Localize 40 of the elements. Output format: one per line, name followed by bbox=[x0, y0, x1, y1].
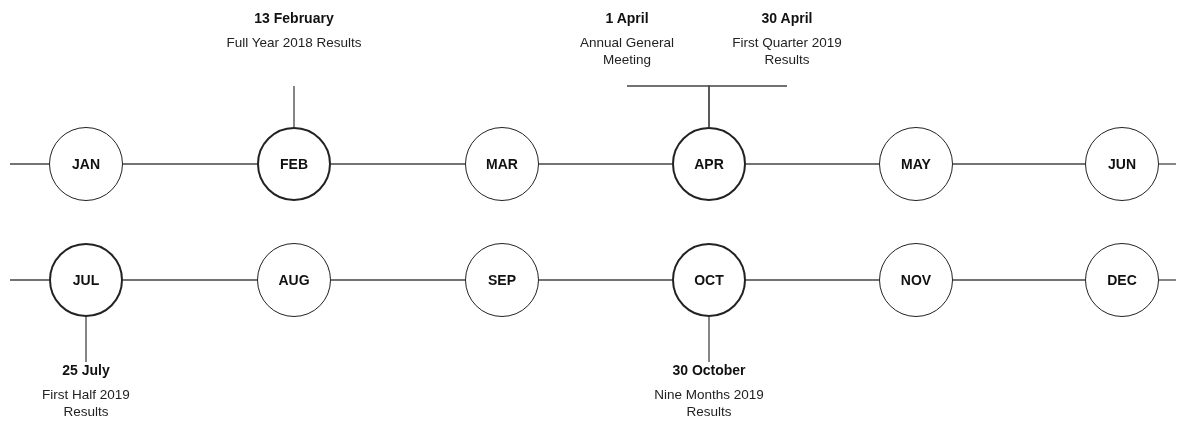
timeline-line bbox=[952, 279, 1086, 281]
month-circle: SEP bbox=[465, 243, 539, 317]
timeline-line bbox=[1158, 163, 1177, 165]
month-circle: NOV bbox=[879, 243, 953, 317]
timeline-line bbox=[9, 163, 50, 165]
month-circle: MAY bbox=[879, 127, 953, 201]
event-description: First Quarter 2019 Results bbox=[731, 34, 843, 68]
leader-line bbox=[85, 316, 87, 363]
timeline-line bbox=[538, 163, 673, 165]
month-circle: FEB bbox=[257, 127, 331, 201]
timeline-line bbox=[330, 163, 466, 165]
event-description: Full Year 2018 Results bbox=[226, 34, 362, 51]
event-date: 30 October bbox=[671, 362, 747, 378]
month-circle: DEC bbox=[1085, 243, 1159, 317]
event-description: Nine Months 2019 Results bbox=[653, 386, 765, 420]
timeline-line bbox=[538, 279, 673, 281]
timeline-line bbox=[9, 279, 50, 281]
timeline-line bbox=[1158, 279, 1177, 281]
event-date: 1 April bbox=[604, 10, 650, 26]
event-description: Annual General Meeting bbox=[579, 34, 675, 68]
leader-line bbox=[708, 85, 788, 128]
timeline-line bbox=[330, 279, 466, 281]
event-date: 13 February bbox=[253, 10, 335, 26]
event-description: First Half 2019 Results bbox=[41, 386, 131, 420]
timeline-line bbox=[122, 163, 258, 165]
timeline-line bbox=[952, 163, 1086, 165]
month-circle: JUL bbox=[49, 243, 123, 317]
timeline-line bbox=[745, 163, 880, 165]
leader-line bbox=[293, 85, 295, 128]
event-date: 25 July bbox=[61, 362, 111, 378]
event-date: 30 April bbox=[760, 10, 814, 26]
timeline-line bbox=[745, 279, 880, 281]
month-circle: JUN bbox=[1085, 127, 1159, 201]
month-circle: AUG bbox=[257, 243, 331, 317]
leader-line bbox=[708, 316, 710, 363]
month-circle: OCT bbox=[672, 243, 746, 317]
month-circle: MAR bbox=[465, 127, 539, 201]
month-circle: APR bbox=[672, 127, 746, 201]
month-circle: JAN bbox=[49, 127, 123, 201]
timeline-line bbox=[122, 279, 258, 281]
